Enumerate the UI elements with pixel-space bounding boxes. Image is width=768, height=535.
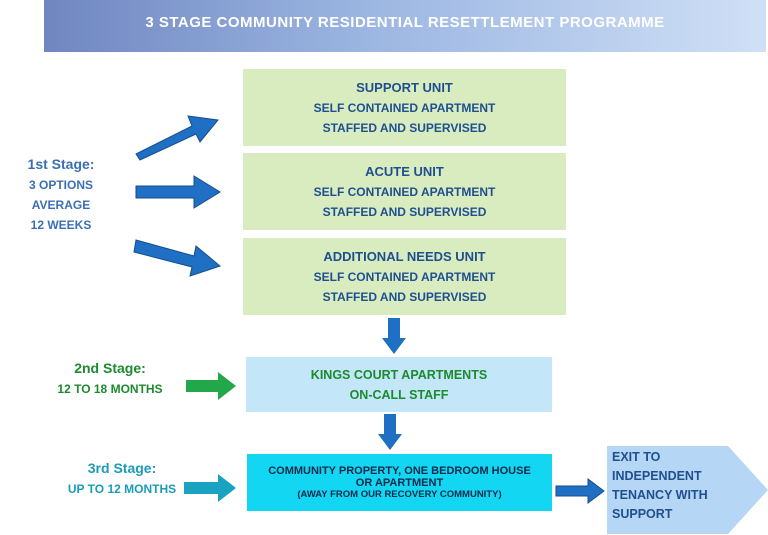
unit-line2: STAFFED AND SUPERVISED (322, 205, 487, 219)
unit-line1: SELF CONTAINED APARTMENT (313, 270, 496, 284)
stage1-arrow-down-icon (133, 239, 222, 277)
exit-line3: TENANCY WITH (612, 488, 708, 502)
community-line2: OR APARTMENT (355, 477, 444, 489)
stage1-average: AVERAGE (31, 198, 91, 212)
exit-line2: INDEPENDENT (612, 469, 702, 483)
exit-line4: SUPPORT (612, 507, 673, 521)
unit-line1: SELF CONTAINED APARTMENT (313, 185, 496, 199)
unit-line2: STAFFED AND SUPERVISED (322, 290, 487, 304)
acute-unit-box: ACUTE UNIT SELF CONTAINED APARTMENT STAF… (243, 153, 566, 230)
stage2-title: 2nd Stage: (74, 360, 146, 376)
stage2-arrow-right-icon (186, 372, 236, 400)
stage3-title: 3rd Stage: (87, 460, 157, 476)
community-line3: (AWAY FROM OUR RECOVERY COMMUNITY) (297, 489, 502, 500)
exit-pentagon-shape (607, 446, 768, 534)
stage2-label: 2nd Stage: 12 TO 18 MONTHS (40, 360, 180, 396)
kings-court-staff: ON-CALL STAFF (349, 387, 449, 402)
arrow-down-stage3-icon (378, 414, 402, 450)
stage1-title: 1st Stage: (27, 156, 95, 172)
unit-line1: SELF CONTAINED APARTMENT (313, 101, 496, 115)
exit-arrow-right-icon (555, 478, 605, 504)
unit-name: SUPPORT UNIT (356, 80, 453, 95)
stage3-arrow-right-icon (184, 474, 236, 502)
stage3-label: 3rd Stage: UP TO 12 MONTHS (52, 460, 192, 496)
community-property-box: COMMUNITY PROPERTY, ONE BEDROOM HOUSE OR… (247, 454, 552, 511)
stage3-duration: UP TO 12 MONTHS (67, 482, 177, 496)
additional-needs-unit-box: ADDITIONAL NEEDS UNIT SELF CONTAINED APA… (243, 238, 566, 315)
stage1-options: 3 OPTIONS (28, 178, 93, 192)
unit-line2: STAFFED AND SUPERVISED (322, 121, 487, 135)
page-title: 3 STAGE COMMUNITY RESIDENTIAL RESETTLEME… (145, 14, 665, 31)
title-banner: 3 STAGE COMMUNITY RESIDENTIAL RESETTLEME… (44, 0, 766, 52)
stage1-label: 1st Stage: 3 OPTIONS AVERAGE 12 WEEKS (6, 156, 116, 238)
kings-court-box: KINGS COURT APARTMENTS ON-CALL STAFF (246, 357, 552, 412)
arrow-down-stage2-icon (382, 318, 406, 354)
stage1-arrow-up-icon (135, 115, 219, 161)
unit-name: ACUTE UNIT (365, 164, 444, 179)
support-unit-box: SUPPORT UNIT SELF CONTAINED APARTMENT ST… (243, 69, 566, 146)
exit-line1: EXIT TO (612, 450, 661, 464)
unit-name: ADDITIONAL NEEDS UNIT (323, 249, 486, 264)
kings-court-name: KINGS COURT APARTMENTS (310, 367, 488, 382)
exit-label: EXIT TO INDEPENDENT TENANCY WITH SUPPORT (612, 448, 732, 524)
stage2-duration: 12 TO 18 MONTHS (57, 382, 163, 396)
community-line1: COMMUNITY PROPERTY, ONE BEDROOM HOUSE (268, 465, 531, 477)
stage1-duration: 12 WEEKS (30, 218, 92, 232)
stage1-arrow-right-icon (135, 175, 221, 209)
